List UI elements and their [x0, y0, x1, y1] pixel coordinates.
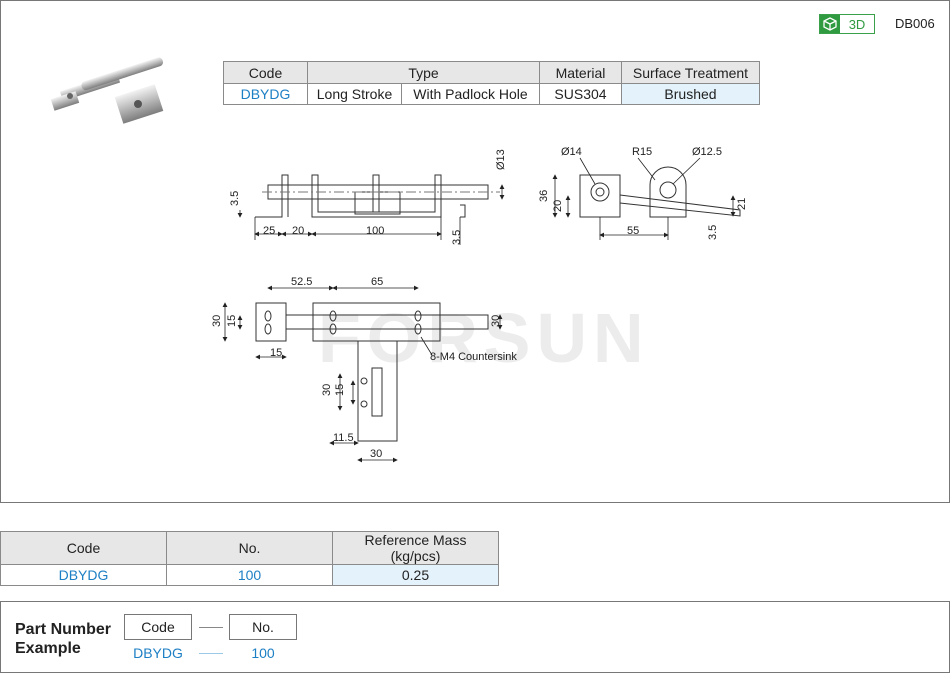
dim-side-20: 20	[292, 225, 304, 237]
dim-end-dia12-5: Ø12.5	[692, 146, 722, 158]
dim-side-thickness: 3.5	[229, 191, 241, 206]
product-photo	[50, 57, 164, 124]
part-number-title: Part Number Example	[15, 620, 111, 658]
side-view-dims	[237, 184, 505, 245]
part-number-value-separator	[199, 653, 223, 654]
part-number-code-value: DBYDG	[133, 645, 183, 661]
dim-end-36: 36	[538, 190, 550, 202]
part-number-code-box: Code	[124, 614, 192, 640]
mass-value: 0.25	[332, 564, 499, 586]
dim-top-15-bottom: 15	[270, 347, 282, 359]
dim-top-15-left: 15	[226, 315, 238, 327]
end-view	[579, 166, 741, 218]
header-type: Type	[307, 61, 540, 84]
dim-end-21: 21	[736, 198, 748, 210]
spec-table: Code Type Material Surface Treatment DBY…	[223, 61, 760, 105]
mass-code-value[interactable]: DBYDG	[0, 564, 167, 586]
surface-value: Brushed	[621, 83, 760, 105]
dim-top-30-left: 30	[211, 315, 223, 327]
code-value[interactable]: DBYDG	[223, 83, 308, 105]
hole-note: 8-M4 Countersink	[430, 351, 517, 363]
dim-keeper-width-30: 30	[370, 448, 382, 460]
dim-end-3-5: 3.5	[707, 225, 719, 240]
dim-keeper-30: 30	[321, 384, 333, 396]
part-number-panel: Part Number Example Code No. DBYDG 100	[0, 601, 950, 673]
part-number-title-line2: Example	[15, 640, 81, 657]
dim-top-65: 65	[371, 276, 383, 288]
watermark: FORSUN	[318, 299, 650, 377]
dim-side-100: 100	[366, 225, 384, 237]
top-view-dims	[222, 285, 503, 463]
part-number-separator	[199, 627, 223, 628]
part-number-title-line1: Part Number	[15, 621, 112, 638]
dim-keeper-15: 15	[334, 384, 346, 396]
dim-side-25: 25	[263, 225, 275, 237]
dim-top-30-right: 30	[490, 315, 502, 327]
type-value-1: Long Stroke	[307, 83, 402, 105]
dim-end-20: 20	[552, 200, 564, 212]
top-view	[255, 302, 489, 442]
3d-view-button[interactable]: 3D	[819, 14, 875, 34]
part-number-no-box: No.	[229, 614, 297, 640]
mass-header-mass: Reference Mass (kg/pcs)	[332, 531, 499, 565]
cube-icon	[820, 15, 840, 33]
dim-keeper-11-5: 11.5	[333, 432, 354, 444]
mass-header-no: No.	[166, 531, 333, 565]
mass-header-code: Code	[0, 531, 167, 565]
header-surface: Surface Treatment	[621, 61, 760, 84]
dim-end-r15: R15	[632, 146, 652, 158]
dim-side-dia13: Ø13	[495, 149, 507, 170]
end-view-dims	[552, 157, 736, 240]
header-code: Code	[223, 61, 308, 84]
side-view	[255, 174, 500, 218]
part-number-no-value: 100	[251, 645, 275, 661]
3d-label: 3D	[848, 16, 866, 32]
mass-table: Code No. Reference Mass (kg/pcs) DBYDG 1…	[0, 531, 499, 586]
type-value-2: With Padlock Hole	[401, 83, 540, 105]
dim-top-52-5: 52.5	[291, 276, 312, 288]
mass-no-value[interactable]: 100	[166, 564, 333, 586]
dim-end-55: 55	[627, 225, 639, 237]
dim-end-dia14: Ø14	[561, 146, 582, 158]
part-code: DB006	[895, 16, 935, 31]
dim-side-3-5: 3.5	[451, 230, 463, 245]
technical-drawing: FORSUN 3.5 25 20 100 3.5 Ø13	[50, 57, 748, 463]
header-material: Material	[539, 61, 622, 84]
